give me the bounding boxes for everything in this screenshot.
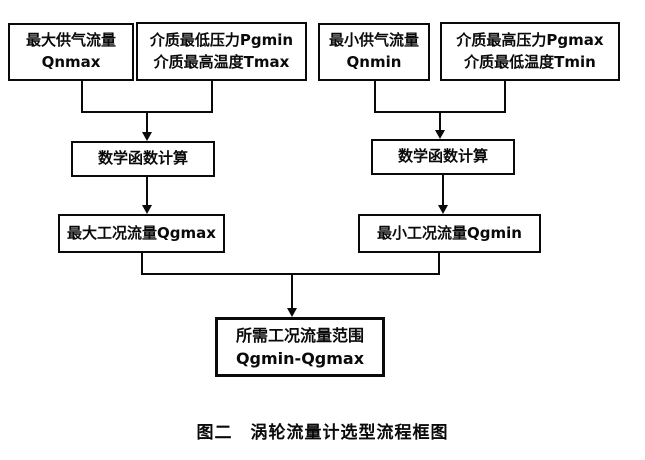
arrow-down-icon [435, 130, 445, 139]
node-label-line2: Qnmax [41, 53, 101, 71]
connector-line [442, 175, 444, 206]
node-math-calc-left: 数学函数计算 [71, 141, 215, 177]
node-label: 数学函数计算 [397, 147, 488, 166]
node-label-line2: Qnmin [346, 53, 402, 71]
node-min-supply-flow: 最小供气流量 Qnmin [318, 23, 430, 81]
node-min-pressure-max-temp: 介质最低压力Pgmin 介质最高温度Tmax [136, 22, 307, 81]
connector-line [141, 253, 143, 275]
node-label-line1: 最大供气流量 [25, 31, 116, 50]
node-label-line2: 介质最高温度Tmax [153, 52, 290, 71]
arrow-down-icon [287, 308, 297, 317]
node-required-flow-range: 所需工况流量范围 Qgmin-Qgmax [215, 317, 385, 377]
connector-line [141, 273, 440, 275]
connector-line [439, 113, 441, 131]
connector-line [291, 275, 293, 309]
arrow-down-icon [142, 132, 152, 141]
connector-line [211, 81, 213, 113]
connector-line [374, 81, 376, 113]
arrow-down-icon [438, 205, 448, 214]
connector-line [81, 111, 213, 113]
connector-line [504, 81, 506, 113]
node-label-line2: 介质最低温度Tmin [464, 52, 596, 71]
connector-line [438, 253, 440, 275]
node-min-working-flow: 最小工况流量Qgmin [358, 214, 541, 253]
node-label-line1: 介质最高压力Pgmax [456, 30, 604, 49]
node-label-line1: 介质最低压力Pgmin [149, 30, 294, 49]
node-label-line1: 最小供气流量 [328, 31, 419, 50]
node-label-line1: 所需工况流量范围 [235, 325, 364, 345]
arrow-down-icon [142, 205, 152, 214]
node-label: 最大工况流量Qgmax [67, 223, 216, 242]
node-math-calc-right: 数学函数计算 [371, 139, 515, 175]
node-max-pressure-min-temp: 介质最高压力Pgmax 介质最低温度Tmin [440, 22, 620, 81]
node-label: 数学函数计算 [97, 149, 188, 168]
connector-line [146, 177, 148, 206]
figure-caption: 图二 涡轮流量计选型流程框图 [196, 423, 449, 443]
node-label: 最小工况流量Qgmin [377, 223, 522, 242]
connector-line [374, 111, 506, 113]
connector-line [146, 113, 148, 133]
node-max-working-flow: 最大工况流量Qgmax [58, 214, 225, 253]
node-label-line2: Qgmin-Qgmax [235, 349, 365, 368]
connector-line [81, 81, 83, 113]
node-max-supply-flow: 最大供气流量 Qnmax [8, 23, 134, 81]
